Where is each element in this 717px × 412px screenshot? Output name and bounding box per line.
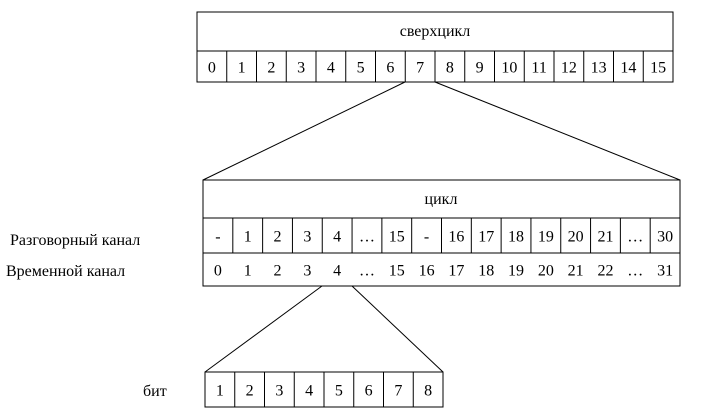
superframe-cell: 4 [327,59,335,76]
superframe-cell-dividers [226,51,644,82]
superframe-cell: 0 [208,59,216,76]
voice-channel-cell: - [215,228,220,245]
bit-expand-line-left [204,285,323,373]
time-channel-cell: 1 [244,262,252,279]
superframe-cell: 12 [561,59,577,76]
superframe-cell: 13 [591,59,607,76]
superframe-cell: 1 [238,59,246,76]
voice-channel-cell: 1 [244,228,252,245]
frame-title: цикл [425,191,458,208]
time-channel-cell: 31 [657,262,673,279]
voice-channel-cell: 2 [274,228,282,245]
superframe-cell: 14 [620,59,636,76]
bit-cell: 7 [394,382,402,399]
superframe-cell: 10 [501,59,517,76]
bit-cell: 2 [246,382,254,399]
time-channel-cell: 18 [478,262,494,279]
time-channel-cell: 21 [568,262,584,279]
bit-cell-dividers [234,372,414,407]
bits-label: бит [143,383,167,400]
bit-cell: 5 [335,382,343,399]
expand-line-right [434,81,681,181]
bit-cell: 3 [275,382,283,399]
time-channel-cell: 3 [303,262,311,279]
voice-channel-label: Разговорный канал [10,232,140,249]
time-channel-cell: 16 [419,262,435,279]
time-channel-cell: 15 [389,262,405,279]
time-channel-cell: 20 [538,262,554,279]
voice-channel-cell: 3 [303,228,311,245]
voice-channel-cells: - 1 2 3 4 … 15 - 16 17 18 19 20 21 … 30 [215,228,673,245]
voice-channel-cell: - [424,228,429,245]
time-channel-cells: 0 1 2 3 4 … 15 16 17 18 19 20 21 22 … 31 [214,262,673,279]
frame-cell-dividers [232,218,651,253]
superframe-cell: 9 [476,59,484,76]
voice-channel-cell: 21 [597,228,613,245]
voice-channel-cell: 20 [568,228,584,245]
voice-channel-cell: 4 [333,228,341,245]
bit-cell: 8 [424,382,432,399]
voice-channel-cell: 30 [657,228,673,245]
voice-channel-cell: 19 [538,228,554,245]
bit-cells: 1 2 3 4 5 6 7 8 [216,382,432,399]
voice-channel-cell: … [359,228,375,245]
superframe-cell: 7 [416,59,424,76]
time-channel-cell: 0 [214,262,222,279]
expand-line-left [202,81,406,181]
time-channel-cell: 19 [508,262,524,279]
time-channel-cell: … [627,262,643,279]
bit-cell: 1 [216,382,224,399]
superframe-cell: 6 [386,59,394,76]
superframe-cell: 2 [267,59,275,76]
frame-box [202,179,681,287]
superframe-cell: 3 [297,59,305,76]
bit-expand-line-right [351,285,444,373]
voice-channel-cell: … [627,228,643,245]
time-channel-label: Временной канал [6,263,125,280]
time-channel-cell: 2 [274,262,282,279]
time-channel-cell: 4 [333,262,341,279]
time-channel-cell: … [359,262,375,279]
superframe-cell: 15 [650,59,666,76]
superframe-cell: 8 [446,59,454,76]
time-channel-cell: 17 [448,262,464,279]
time-channel-cell: 22 [597,262,613,279]
voice-channel-cell: 17 [478,228,494,245]
superframe-cell: 11 [531,59,546,76]
superframe-title: сверхцикл [400,23,471,40]
voice-channel-cell: 16 [448,228,464,245]
voice-channel-cell: 18 [508,228,524,245]
superframe-cell: 5 [357,59,365,76]
bit-cell: 4 [305,382,313,399]
voice-channel-cell: 15 [389,228,405,245]
bit-cell: 6 [365,382,373,399]
